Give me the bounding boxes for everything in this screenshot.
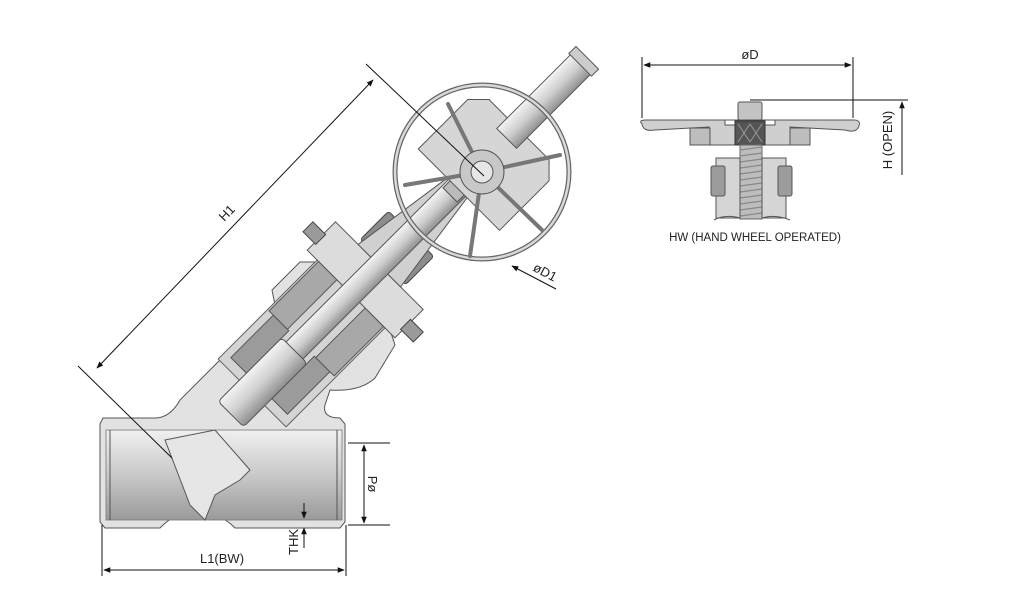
thk-label: THK xyxy=(286,529,301,555)
d1-label: øD1 xyxy=(531,260,560,285)
handwheel-detail xyxy=(640,101,860,221)
dimension-d1: øD1 xyxy=(511,260,560,290)
h-open-label: H (OPEN) xyxy=(880,111,895,170)
handwheel[interactable] xyxy=(392,82,572,262)
stem-nut xyxy=(737,101,763,121)
gear-shaft xyxy=(496,49,596,149)
dimension-d: øD xyxy=(641,47,854,118)
po-label: Pø xyxy=(365,476,380,493)
bushing xyxy=(734,120,766,146)
detail-caption: HW (HAND WHEEL OPERATED) xyxy=(669,232,841,244)
dimension-thk: THK xyxy=(286,503,307,555)
valve-seat xyxy=(164,429,251,521)
h1-label: H1 xyxy=(216,202,238,224)
dimension-po: Pø xyxy=(348,442,390,526)
d-label: øD xyxy=(741,47,758,62)
dimension-h-open: H (OPEN) xyxy=(750,99,908,175)
dimension-l1: L1(BW) xyxy=(101,525,347,576)
l1-label: L1(BW) xyxy=(200,551,244,566)
